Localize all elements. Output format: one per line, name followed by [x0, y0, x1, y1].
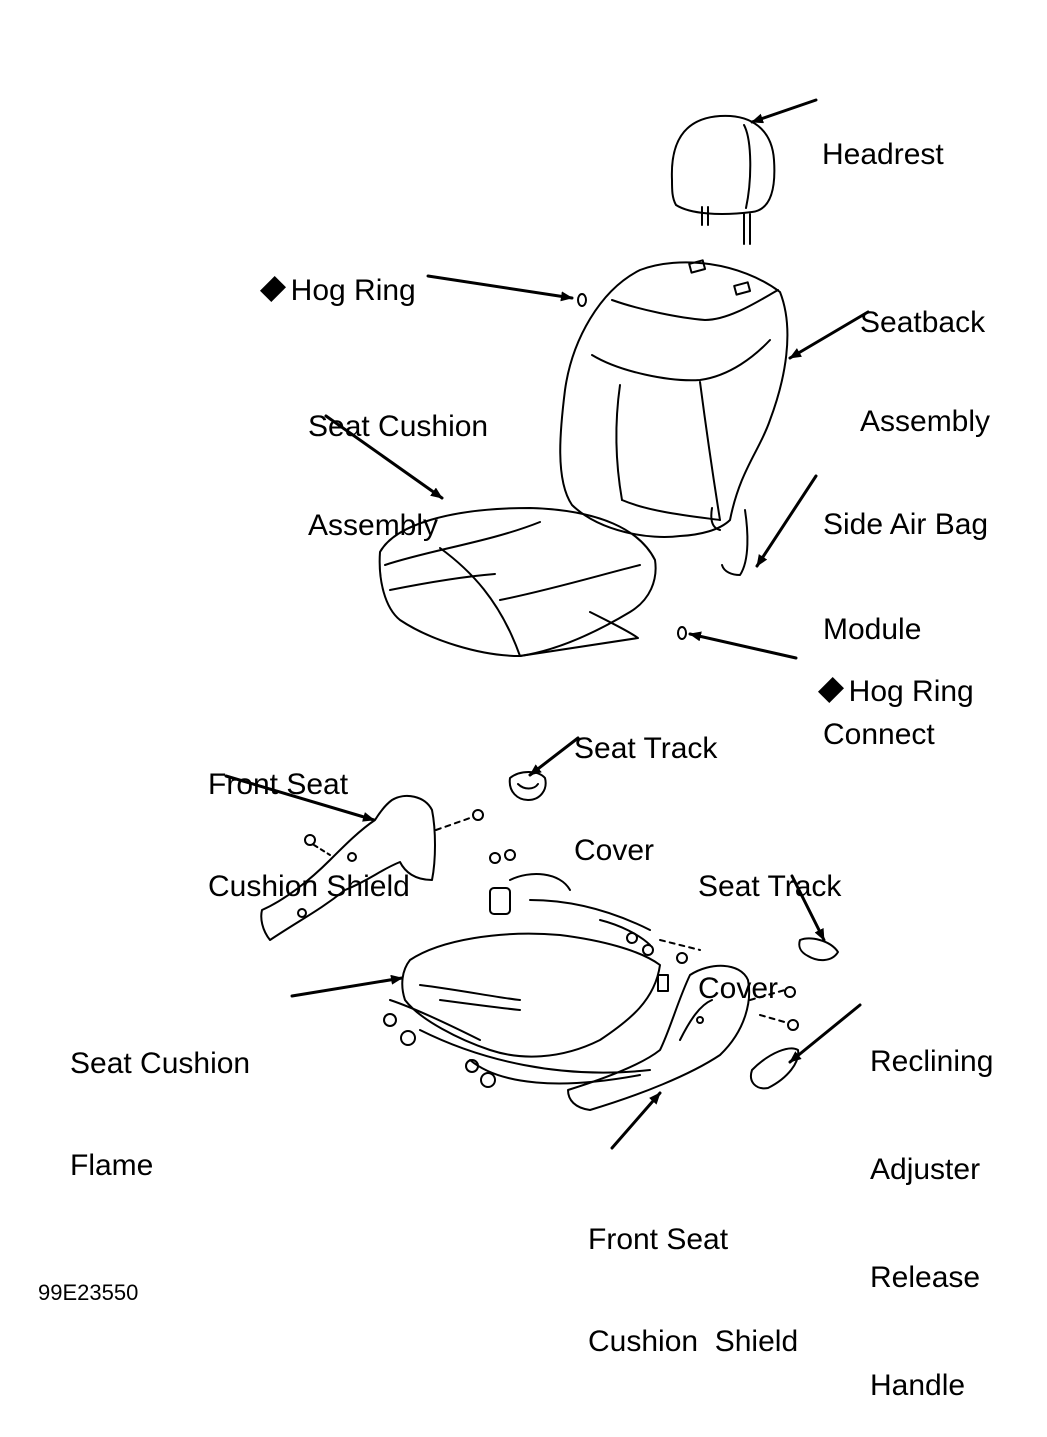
seat-cushion-part — [380, 508, 656, 656]
arrow-front-shield-left — [226, 776, 374, 822]
seat-exploded-diagram — [0, 0, 1047, 1324]
front-shield-left-part — [261, 796, 483, 940]
arrow-reclining — [790, 1005, 860, 1062]
label-side-air-bag: Side Air Bag Module Connect — [823, 508, 989, 751]
label-front-shield-left: Front Seat Cushion Shield — [208, 768, 410, 903]
seatback-part — [560, 260, 787, 575]
arrow-front-shield-bottom — [612, 1093, 660, 1148]
hog-ring-top-part — [578, 294, 586, 306]
arrow-headrest — [752, 100, 816, 122]
label-seatback: Seatback Assembly — [860, 306, 991, 438]
diamond-marker-icon — [259, 276, 286, 303]
label-seat-track-cover-1: Seat Track Cover — [574, 732, 718, 867]
reclining-handle-part — [751, 1048, 798, 1088]
headrest-part — [672, 116, 775, 244]
figure-id: 99E23550 — [38, 1280, 139, 1305]
arrow-cushion-frame — [292, 974, 402, 996]
label-hog-ring-bottom: Hog Ring — [802, 641, 974, 709]
label-cushion-frame: Seat Cushion Flame — [70, 1047, 251, 1182]
arrow-seat-track-cover-1 — [530, 738, 578, 775]
leader-arrows — [226, 100, 868, 1148]
label-front-shield-bottom: Front Seat Cushion Shield — [588, 1223, 799, 1358]
front-shield-bottom-part — [568, 966, 798, 1110]
arrow-seat-track-cover-2 — [792, 876, 824, 940]
label-seat-track-cover-2: Seat Track Cover — [698, 870, 842, 1005]
label-seat-cushion-assembly: Seat Cushion Assembly — [308, 410, 489, 542]
label-reclining-handle: Reclining Adjuster Release Handle — [870, 1045, 994, 1402]
label-headrest: Headrest — [822, 138, 944, 171]
label-hog-ring-top: Hog Ring — [244, 240, 416, 308]
arrow-seatback — [790, 312, 868, 358]
seat-track-cover-1-part — [510, 772, 546, 800]
hog-ring-bottom-part — [678, 627, 686, 639]
arrow-side-air-bag — [757, 476, 816, 566]
arrow-seat-cushion — [326, 416, 442, 498]
diamond-marker-icon — [817, 677, 844, 704]
arrow-hog-ring-top — [428, 276, 572, 302]
arrow-hog-ring-bottom — [690, 631, 796, 658]
